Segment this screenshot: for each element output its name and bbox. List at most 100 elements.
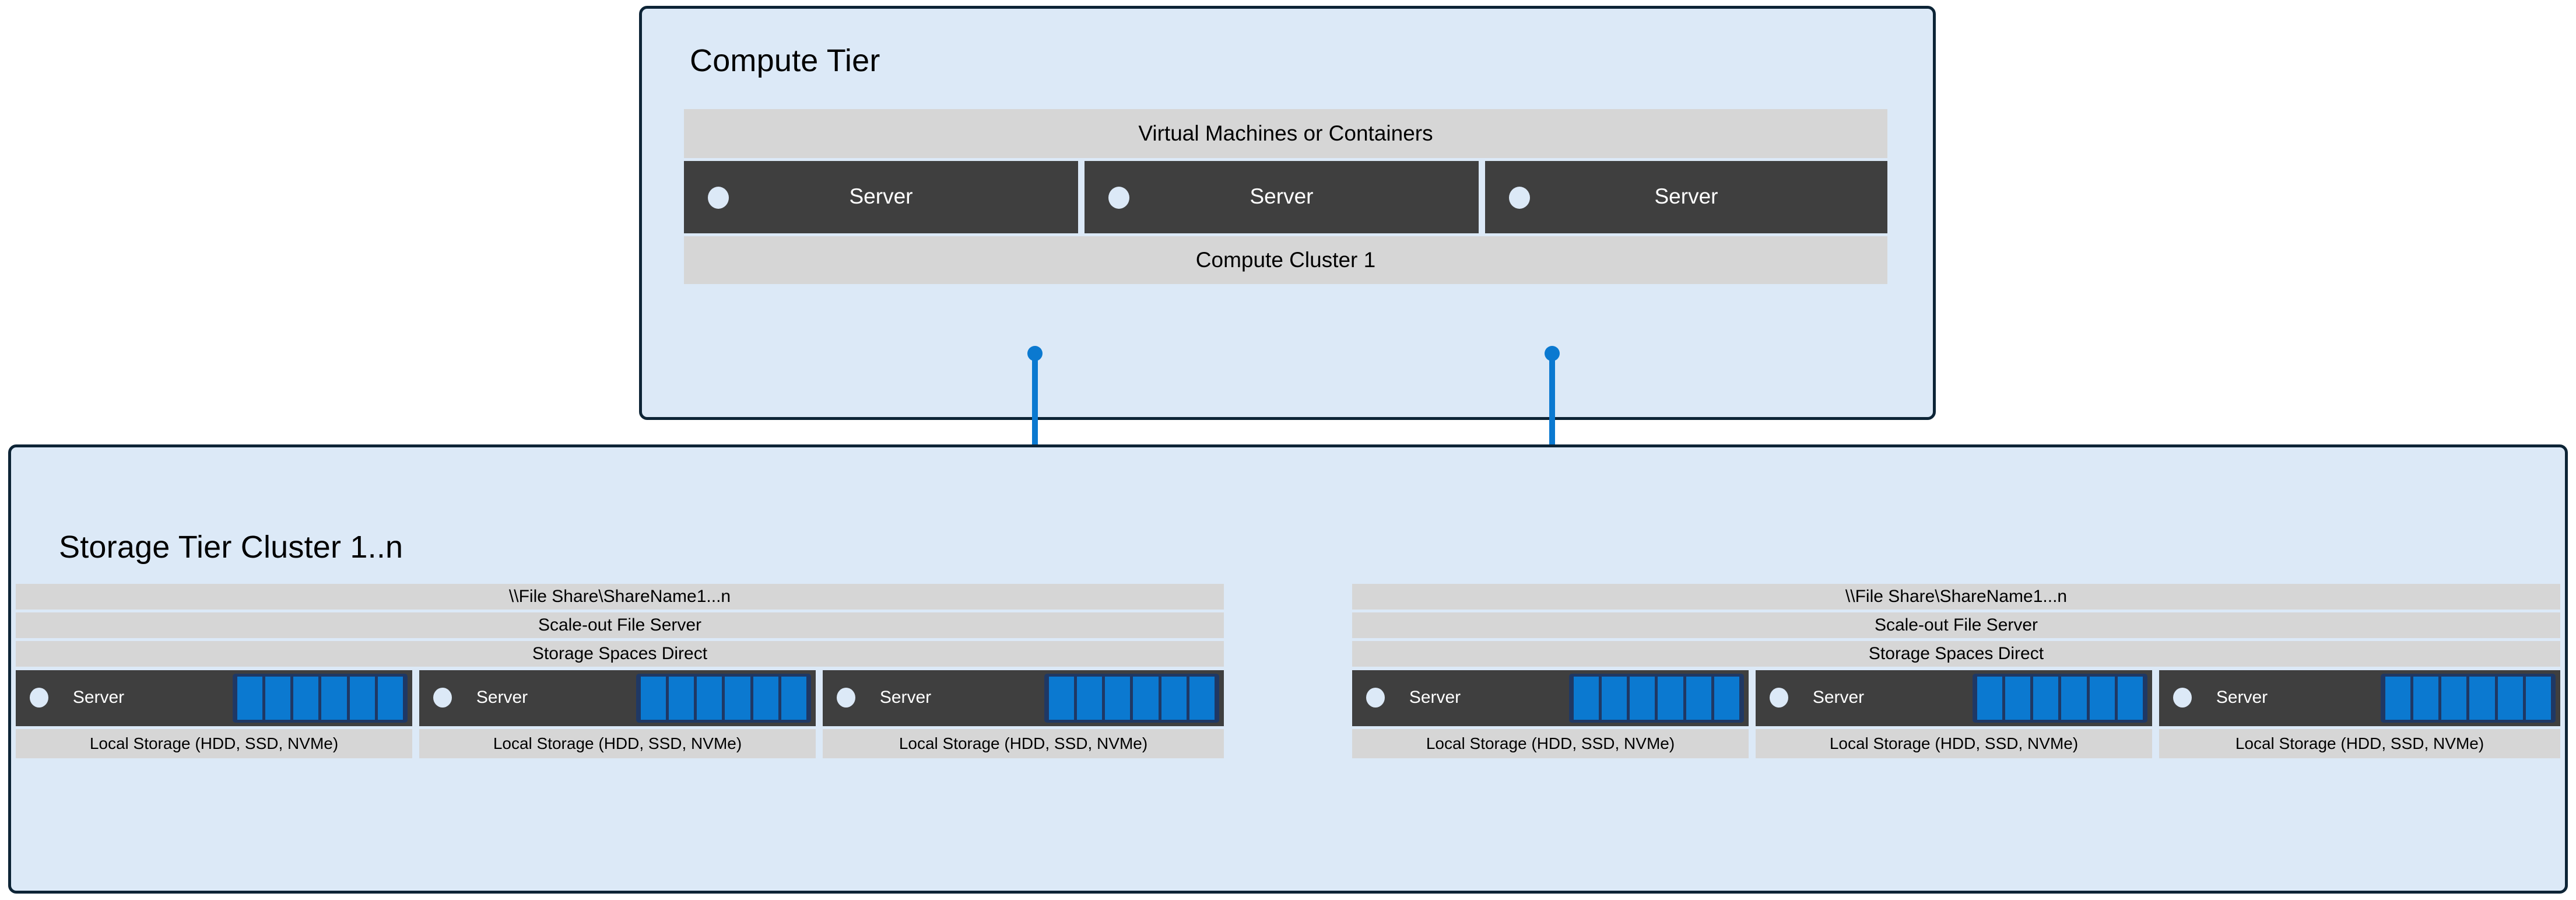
cluster-1-node-3-label: Server bbox=[879, 688, 932, 707]
disk-icon bbox=[2441, 677, 2467, 720]
disk-icon bbox=[2413, 677, 2439, 720]
status-led-icon bbox=[30, 688, 48, 708]
cluster-1-node-2-storage-label: Local Storage (HDD, SSD, NVMe) bbox=[493, 734, 742, 752]
compute-tier-title: Compute Tier bbox=[690, 43, 880, 78]
compute-vm-band-label: Virtual Machines or Containers bbox=[1138, 121, 1433, 145]
cluster-2-node-1-label: Server bbox=[1409, 688, 1461, 707]
cluster-2-band-s2d-label: Storage Spaces Direct bbox=[1868, 644, 2044, 663]
cluster-1-node-1: Server bbox=[16, 670, 412, 726]
disk-icon bbox=[1714, 677, 1740, 720]
cluster-1-band-scaleout: Scale-out File Server bbox=[16, 612, 1224, 638]
cluster-1-node-1-storage-band: Local Storage (HDD, SSD, NVMe) bbox=[16, 729, 412, 758]
disk-icon bbox=[2005, 677, 2031, 720]
cluster-1-node-2-disk-array bbox=[636, 674, 811, 723]
status-led-icon bbox=[1509, 187, 1530, 209]
disk-icon bbox=[321, 677, 347, 720]
compute-server-3-label: Server bbox=[1654, 184, 1718, 208]
cluster-1-band-file-share-label: \\File Share\ShareName1...n bbox=[508, 587, 731, 606]
compute-cluster-band: Compute Cluster 1 bbox=[684, 236, 1887, 284]
disk-icon bbox=[2061, 677, 2087, 720]
disk-icon bbox=[2118, 677, 2143, 720]
disk-icon bbox=[1658, 677, 1683, 720]
cluster-1-node-2-label: Server bbox=[476, 688, 528, 707]
cluster-1-band-s2d: Storage Spaces Direct bbox=[16, 641, 1224, 667]
cluster-2-band-s2d: Storage Spaces Direct bbox=[1352, 641, 2560, 667]
status-led-icon bbox=[1770, 688, 1788, 708]
disk-icon bbox=[293, 677, 319, 720]
status-led-icon bbox=[837, 688, 855, 708]
status-led-icon bbox=[1366, 688, 1385, 708]
disk-icon bbox=[237, 677, 262, 720]
storage-tier-container: Storage Tier Cluster 1..n \\File Share\S… bbox=[8, 444, 2568, 894]
compute-server-2-label: Server bbox=[1250, 184, 1314, 208]
cluster-2-node-2-disk-array bbox=[1973, 674, 2147, 723]
status-led-icon bbox=[708, 187, 729, 209]
compute-vm-band: Virtual Machines or Containers bbox=[684, 109, 1887, 158]
disk-icon bbox=[1133, 677, 1159, 720]
compute-cluster-band-label: Compute Cluster 1 bbox=[1195, 248, 1376, 272]
cluster-2-band-scaleout-label: Scale-out File Server bbox=[1874, 615, 2038, 635]
compute-server-1: Server bbox=[684, 161, 1078, 233]
cluster-1-node-3: Server bbox=[823, 670, 1224, 726]
cluster-2-node-2-storage-label: Local Storage (HDD, SSD, NVMe) bbox=[1829, 734, 2079, 752]
disk-icon bbox=[697, 677, 722, 720]
cluster-2-node-1-storage-band: Local Storage (HDD, SSD, NVMe) bbox=[1352, 729, 1749, 758]
status-led-icon bbox=[1108, 187, 1129, 209]
compute-tier-container: Compute Tier Virtual Machines or Contain… bbox=[639, 6, 1936, 420]
disk-icon bbox=[2526, 677, 2552, 720]
disk-icon bbox=[1048, 677, 1074, 720]
cluster-1-band-scaleout-label: Scale-out File Server bbox=[538, 615, 702, 635]
cluster-2-node-2-storage-band: Local Storage (HDD, SSD, NVMe) bbox=[1756, 729, 2152, 758]
disk-icon bbox=[378, 677, 403, 720]
disk-icon bbox=[668, 677, 694, 720]
cluster-2-node-2: Server bbox=[1756, 670, 2152, 726]
compute-server-2: Server bbox=[1085, 161, 1479, 233]
disk-icon bbox=[2469, 677, 2495, 720]
disk-icon bbox=[640, 677, 666, 720]
cluster-2-node-3: Server bbox=[2159, 670, 2560, 726]
cluster-1-node-1-disk-array bbox=[233, 674, 408, 723]
cluster-2-node-1: Server bbox=[1352, 670, 1749, 726]
disk-icon bbox=[1977, 677, 2002, 720]
disk-icon bbox=[1573, 677, 1599, 720]
cluster-1-band-s2d-label: Storage Spaces Direct bbox=[532, 644, 708, 663]
cluster-2-node-3-storage-label: Local Storage (HDD, SSD, NVMe) bbox=[2235, 734, 2484, 752]
disk-icon bbox=[349, 677, 375, 720]
cluster-2-band-file-share: \\File Share\ShareName1...n bbox=[1352, 584, 2560, 610]
connector-left-line bbox=[1032, 353, 1038, 492]
cluster-2-node-3-disk-array bbox=[2381, 674, 2556, 723]
cluster-1-node-2: Server bbox=[419, 670, 816, 726]
connector-right-line bbox=[1549, 353, 1555, 492]
disk-icon bbox=[265, 677, 291, 720]
disk-icon bbox=[1601, 677, 1627, 720]
cluster-2-node-3-storage-band: Local Storage (HDD, SSD, NVMe) bbox=[2159, 729, 2560, 758]
storage-tier-title: Storage Tier Cluster 1..n bbox=[59, 530, 403, 565]
cluster-1-node-3-storage-band: Local Storage (HDD, SSD, NVMe) bbox=[823, 729, 1224, 758]
disk-icon bbox=[2385, 677, 2410, 720]
disk-icon bbox=[2089, 677, 2115, 720]
status-led-icon bbox=[433, 688, 452, 708]
disk-icon bbox=[725, 677, 750, 720]
disk-icon bbox=[2033, 677, 2059, 720]
cluster-1-node-3-storage-label: Local Storage (HDD, SSD, NVMe) bbox=[899, 734, 1148, 752]
disk-icon bbox=[753, 677, 779, 720]
cluster-1-band-file-share: \\File Share\ShareName1...n bbox=[16, 584, 1224, 610]
cluster-2-node-3-label: Server bbox=[2216, 688, 2268, 707]
cluster-2-node-2-label: Server bbox=[1812, 688, 1865, 707]
cluster-1-node-2-storage-band: Local Storage (HDD, SSD, NVMe) bbox=[419, 729, 816, 758]
disk-icon bbox=[1105, 677, 1131, 720]
cluster-2-node-1-disk-array bbox=[1569, 674, 1744, 723]
disk-icon bbox=[781, 677, 807, 720]
disk-icon bbox=[1630, 677, 1655, 720]
disk-icon bbox=[1686, 677, 1712, 720]
cluster-2-band-file-share-label: \\File Share\ShareName1...n bbox=[1845, 587, 2068, 606]
compute-server-1-label: Server bbox=[849, 184, 913, 208]
cluster-1-node-1-label: Server bbox=[72, 688, 125, 707]
disk-icon bbox=[1161, 677, 1187, 720]
disk-icon bbox=[1076, 677, 1103, 720]
status-led-icon bbox=[2173, 688, 2192, 708]
cluster-2-node-1-storage-label: Local Storage (HDD, SSD, NVMe) bbox=[1426, 734, 1675, 752]
disk-icon bbox=[1189, 677, 1215, 720]
cluster-1-node-1-storage-label: Local Storage (HDD, SSD, NVMe) bbox=[89, 734, 339, 752]
